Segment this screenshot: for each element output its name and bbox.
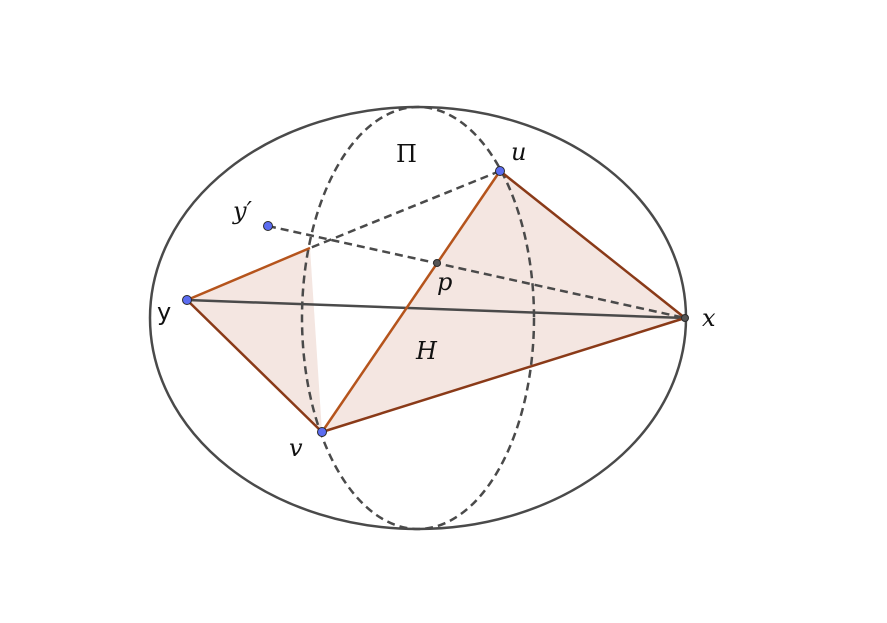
point-y xyxy=(182,295,192,305)
left-triangle-fill xyxy=(187,248,322,432)
dashed-line-yprime-x xyxy=(267,224,686,320)
label-y: y xyxy=(157,298,171,326)
point-y-prime xyxy=(263,221,273,231)
right-quadrilateral-fill xyxy=(322,171,685,432)
point-u xyxy=(495,166,505,176)
label-u: u xyxy=(511,138,526,166)
label-x: x xyxy=(702,304,716,332)
label-p: p xyxy=(437,268,452,296)
edge-v-u xyxy=(320,170,502,433)
label-h: H xyxy=(415,337,438,365)
edge-y-arc xyxy=(186,246,311,302)
point-x xyxy=(681,314,689,322)
edge-v-x xyxy=(321,316,686,434)
label-y-prime: y′ xyxy=(232,197,253,225)
line-y-x xyxy=(186,298,686,320)
label-pi: Π xyxy=(396,140,417,168)
plane-pi-ellipse xyxy=(300,105,536,531)
point-p xyxy=(433,259,441,267)
edge-u-x xyxy=(499,170,686,319)
edge-y-v xyxy=(186,299,323,433)
label-v: v xyxy=(289,434,303,462)
point-v xyxy=(317,427,327,437)
dashed-line-u-arc xyxy=(309,169,501,250)
